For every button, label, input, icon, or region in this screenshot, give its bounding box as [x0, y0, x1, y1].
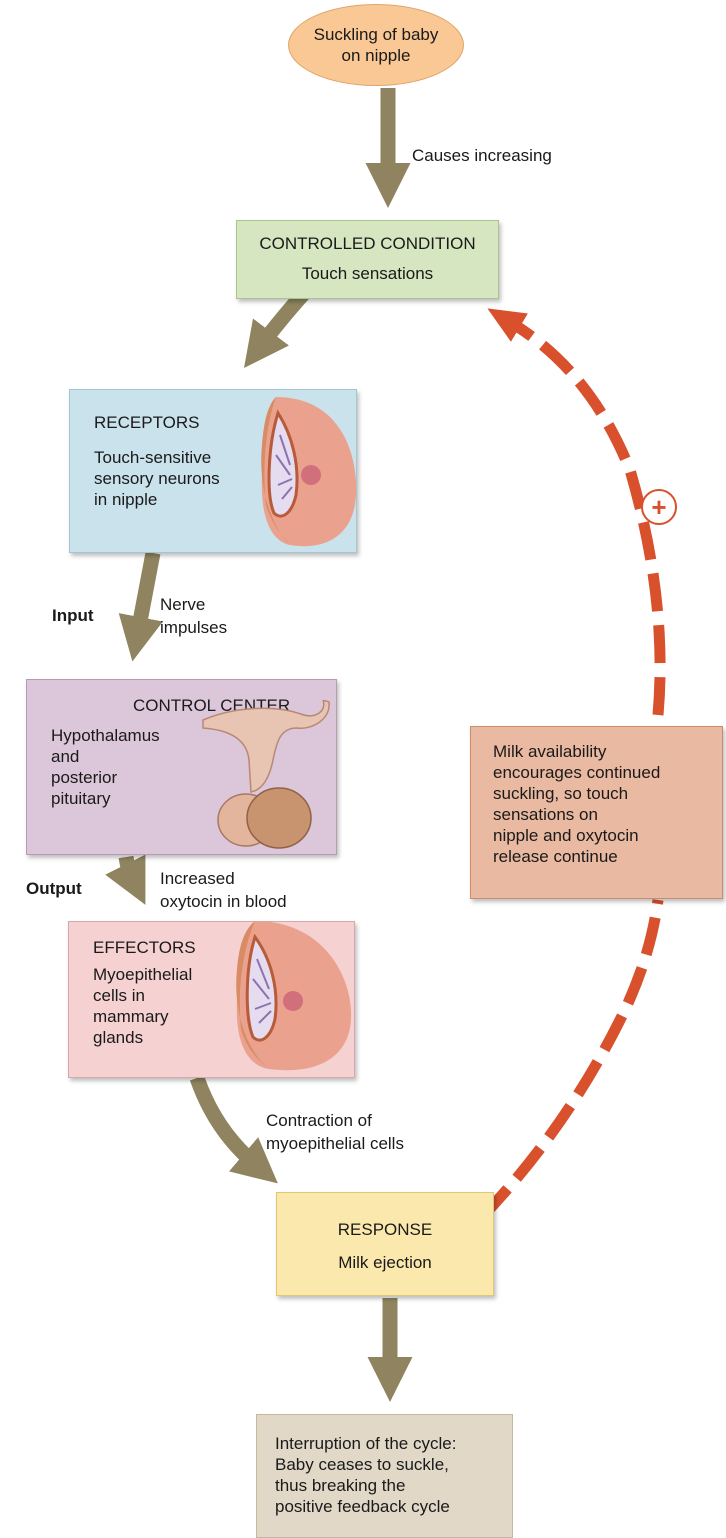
feedback-loop-lower: [482, 900, 658, 1217]
breast-illustration: [256, 395, 358, 553]
pituitary-illustration: [201, 700, 331, 850]
feedback-note-line-2: encourages continued: [493, 762, 722, 783]
label-nerve-1: Nerve: [160, 594, 205, 615]
breast-illustration-effectors: [225, 919, 355, 1077]
interruption-line-3: thus breaking the: [275, 1475, 512, 1496]
controlled-condition-title: CONTROLLED CONDITION: [237, 233, 498, 254]
label-output: Output: [26, 878, 82, 899]
start-line-1: Suckling of baby: [314, 24, 439, 45]
label-input: Input: [52, 605, 94, 626]
feedback-note-line-6: release continue: [493, 846, 722, 867]
controlled-condition-text: Touch sensations: [237, 263, 498, 284]
feedback-note-line-1: Milk availability: [493, 741, 722, 762]
arrow-condition-to-receptors: [262, 292, 305, 344]
response-title: RESPONSE: [277, 1219, 493, 1240]
start-line-2: on nipple: [314, 45, 439, 66]
feedback-note-box: Milk availability encourages continued s…: [470, 726, 723, 899]
label-oxytocin-1: Increased: [160, 868, 235, 889]
start-oval: Suckling of baby on nipple: [288, 4, 464, 86]
feedback-note-line-3: suckling, so touch: [493, 783, 722, 804]
feedback-note-line-5: nipple and oxytocin: [493, 825, 722, 846]
feedback-note-line-4: sensations on: [493, 804, 722, 825]
label-oxytocin-2: oxytocin in blood: [160, 891, 287, 912]
label-nerve-2: impulses: [160, 617, 227, 638]
interruption-line-2: Baby ceases to suckle,: [275, 1454, 512, 1475]
interruption-line-4: positive feedback cycle: [275, 1496, 512, 1517]
plus-sign: +: [651, 492, 666, 522]
controlled-condition-box: CONTROLLED CONDITION Touch sensations: [236, 220, 499, 299]
arrow-receptors-to-control: [138, 553, 153, 632]
interruption-line-1: Interruption of the cycle:: [275, 1433, 512, 1454]
feedback-loop-upper: [510, 322, 660, 715]
response-text: Milk ejection: [277, 1252, 493, 1273]
effectors-box: EFFECTORS Myoepithelial cells in mammary…: [68, 921, 355, 1078]
arrow-effectors-to-response: [197, 1078, 255, 1164]
label-contraction-1: Contraction of: [266, 1110, 372, 1131]
response-box: RESPONSE Milk ejection: [276, 1192, 494, 1296]
label-contraction-2: myoepithelial cells: [266, 1133, 404, 1154]
receptors-box: RECEPTORS Touch-sensitive sensory neuron…: [69, 389, 357, 553]
label-causes-increasing: Causes increasing: [412, 145, 552, 166]
interruption-box: Interruption of the cycle: Baby ceases t…: [256, 1414, 513, 1538]
arrow-control-to-effectors: [126, 857, 132, 878]
control-center-box: CONTROL CENTER Hypothalamus and posterio…: [26, 679, 337, 855]
